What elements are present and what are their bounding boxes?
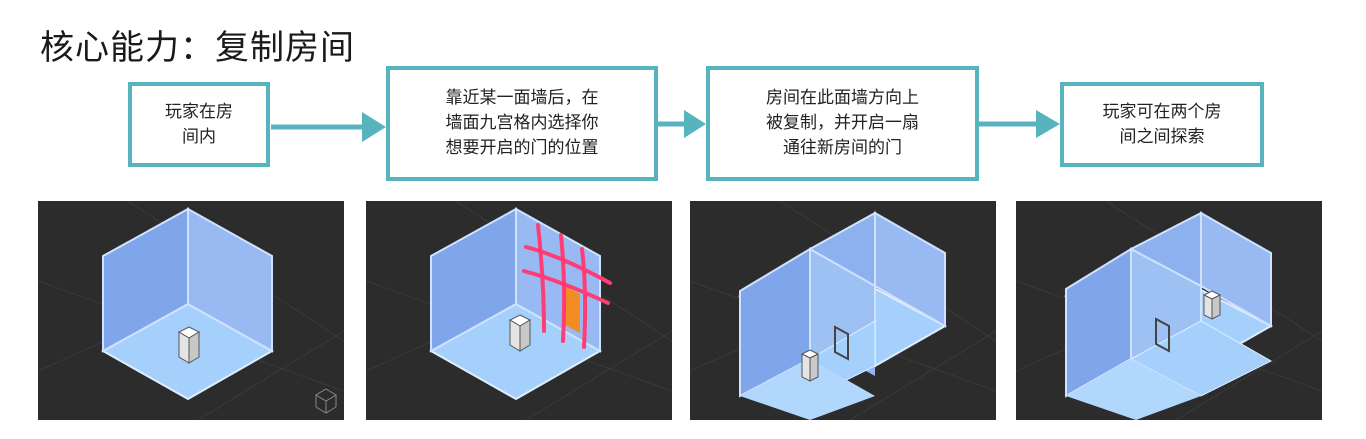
flow-arrows xyxy=(271,110,1060,142)
page-title: 核心能力：复制房间 xyxy=(40,28,355,68)
arrow-head-1 xyxy=(362,112,386,142)
room-icon xyxy=(38,201,344,420)
step-label-3: 房间在此面墙方向上 被复制，并开启一扇 通往新房间的门 xyxy=(766,88,919,158)
double-room-icon xyxy=(1016,201,1322,420)
panel-grid-select xyxy=(366,201,672,420)
nine-grid-icon xyxy=(522,223,612,349)
panel-single-room xyxy=(38,201,344,420)
arrow-head-2 xyxy=(684,110,706,138)
step-label-4: 玩家可在两个房 间之间探索 xyxy=(1102,101,1222,147)
arrow-head-3 xyxy=(1036,110,1060,138)
door-icon xyxy=(834,325,849,361)
step-label-1: 玩家在房 间内 xyxy=(165,101,233,147)
room-icon xyxy=(366,201,672,420)
step-box-3: 房间在此面墙方向上 被复制，并开启一扇 通往新房间的门 xyxy=(706,66,979,181)
step-label-2: 靠近某一面墙后，在 墙面九宫格内选择你 想要开启的门的位置 xyxy=(445,88,599,158)
view-cube-icon xyxy=(315,388,337,414)
player-block-icon xyxy=(800,349,820,382)
player-block-icon xyxy=(508,314,532,352)
player-block-icon xyxy=(177,326,201,364)
panel-room-copied xyxy=(690,201,996,420)
double-room-icon xyxy=(690,201,996,420)
step-box-2: 靠近某一面墙后，在 墙面九宫格内选择你 想要开启的门的位置 xyxy=(386,66,658,181)
door-icon xyxy=(1155,317,1170,353)
door-highlight-icon xyxy=(563,285,580,333)
step-box-1: 玩家在房 间内 xyxy=(128,82,270,167)
panel-explore xyxy=(1016,201,1322,420)
step-box-4: 玩家可在两个房 间之间探索 xyxy=(1060,82,1264,167)
player-block-icon xyxy=(1202,290,1222,320)
